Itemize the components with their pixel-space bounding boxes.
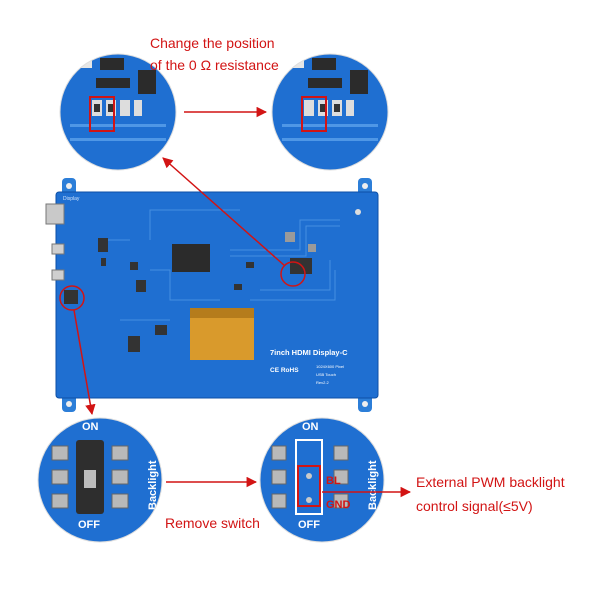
ic-small <box>98 238 108 252</box>
arrow-switch-to-zoom <box>73 309 96 416</box>
main-ic <box>172 244 210 272</box>
caption-remove-switch: Remove switch <box>165 515 260 531</box>
switch-side-label: Backlight <box>147 460 159 510</box>
board-touch: USB Touch <box>316 372 336 377</box>
zoom-switch: ON OFF Backlight <box>38 418 162 542</box>
highlight-resistor <box>280 261 306 287</box>
mod-gnd-label: GND <box>326 499 351 511</box>
usb-port <box>51 243 65 255</box>
mod-off-label: OFF <box>298 519 320 531</box>
switch-on-label: ON <box>82 421 99 433</box>
backlight-switch-small <box>64 290 78 304</box>
caption-pwm-line1: External PWM backlight <box>416 474 565 490</box>
hdmi-port <box>45 203 65 225</box>
board-marks: CE RoHS <box>270 367 299 374</box>
arrow-resistor-to-zoom <box>162 157 286 267</box>
board-title: 7inch HDMI Display-C <box>270 348 348 357</box>
pad-highlight-box <box>297 465 321 507</box>
board-resolution: 1024X600 Pixel <box>316 364 344 369</box>
mod-side-label: Backlight <box>367 460 379 510</box>
switch-off-label: OFF <box>78 519 100 531</box>
display-label: Display <box>63 196 80 202</box>
zoom-switch-removed: ON BL GND OFF Backlight <box>260 418 384 542</box>
resistor-position-box <box>89 96 115 132</box>
zoom-resistor-after <box>272 54 388 170</box>
caption-resistor-line1: Change the position <box>150 35 275 51</box>
caption-resistor: Change the position of the 0 Ω resistanc… <box>150 32 310 76</box>
zoom-resistor-before <box>60 54 176 170</box>
pcb-board: Display 7inch HDMI Display-C CE RoHS 102… <box>45 178 379 412</box>
mod-on-label: ON <box>302 421 319 433</box>
caption-pwm: External PWM backlight control signal(≤5… <box>416 470 586 518</box>
caption-resistor-line2: of the 0 Ω resistance <box>150 57 279 73</box>
usb-port <box>51 269 65 281</box>
caption-pwm-line2: control signal(≤5V) <box>416 498 533 514</box>
mod-bl-label: BL <box>326 475 341 487</box>
resistor-position-box <box>301 96 327 132</box>
board-rev: Rev2.2 <box>316 380 329 385</box>
highlight-switch <box>59 285 85 311</box>
